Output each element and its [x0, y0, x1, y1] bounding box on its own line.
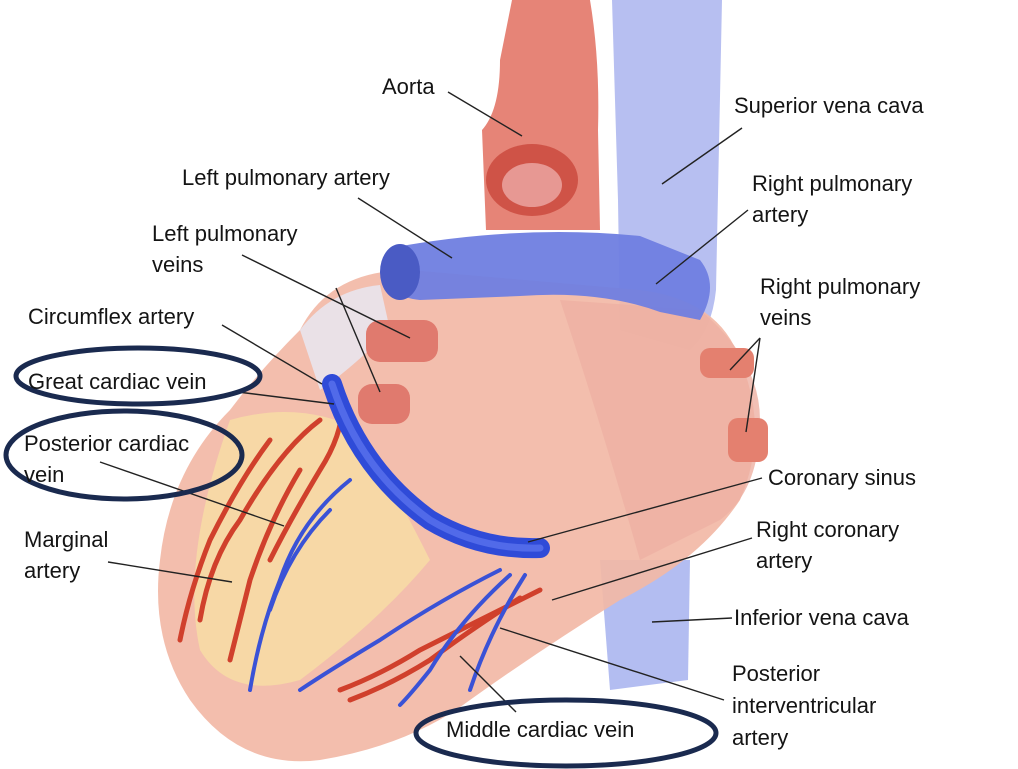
right-pulmonary-vein-upper — [700, 348, 754, 378]
leader-lines — [99, 91, 763, 713]
pulmonary-artery-vessel — [380, 232, 710, 320]
left-pulmonary-vein-lower — [358, 384, 410, 424]
label-inferior-vena-cava: Inferior vena cava — [734, 605, 909, 630]
middle-cardiac-vein-highlight — [413, 697, 719, 769]
label-middle-cardiac-vein: Middle cardiac vein — [446, 717, 635, 742]
label-great-cardiac-vein: Great cardiac vein — [28, 369, 207, 394]
label-superior-vena-cava: Superior vena cava — [734, 93, 924, 118]
left-atrium-tissue — [300, 285, 390, 390]
label-posterior-interventricular-artery: Posterior interventricular artery — [732, 661, 877, 750]
great-cardiac-vein-highlight — [13, 345, 263, 407]
cardiac-veins — [248, 478, 527, 707]
label-right-pulmonary-artery: Right pulmonary artery — [752, 171, 913, 227]
coronary-sinus-highlight — [328, 380, 544, 552]
label-circumflex-artery: Circumflex artery — [28, 304, 195, 329]
highlight-ellipses — [3, 345, 719, 769]
label-left-pulmonary-veins: Left pulmonary veins — [152, 221, 298, 277]
label-right-pulmonary-veins: Right pulmonary veins — [760, 274, 921, 330]
right-pulmonary-vein-lower — [728, 418, 768, 462]
label-posterior-cardiac-vein: Posterior cardiac vein — [24, 431, 190, 487]
epicardial-fat — [194, 412, 430, 686]
pulmonary-artery-opening — [380, 244, 420, 300]
label-aorta: Aorta — [382, 74, 435, 99]
left-pulmonary-vein-upper — [366, 320, 438, 362]
label-left-pulmonary-artery: Left pulmonary artery — [182, 165, 390, 190]
label-marginal-artery: Marginal artery — [24, 527, 109, 583]
posterior-cardiac-vein-highlight — [3, 408, 245, 502]
label-right-coronary-artery: Right coronary artery — [756, 517, 900, 573]
aorta-lumen — [502, 163, 562, 207]
label-coronary-sinus: Coronary sinus — [768, 465, 916, 490]
